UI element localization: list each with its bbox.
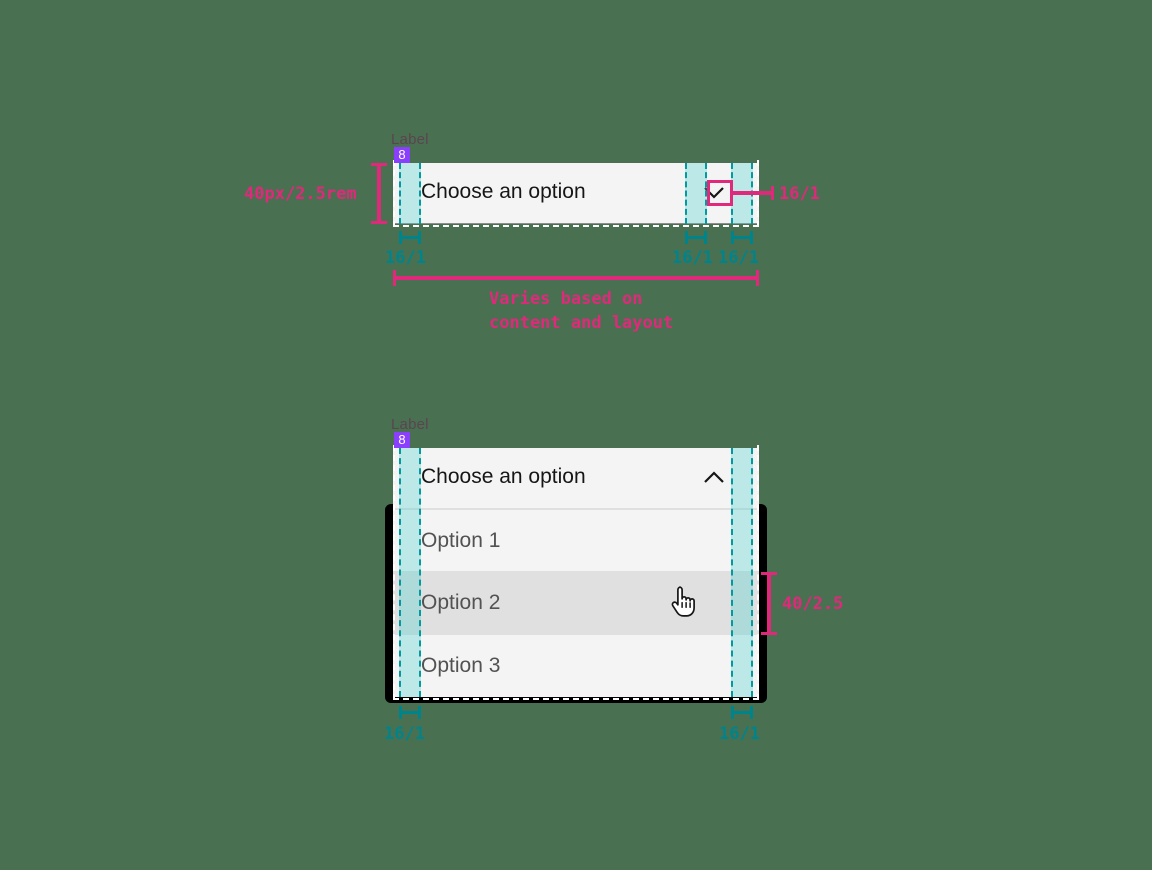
width-measure-label-line1: Varies based on [489,289,643,309]
right-padding-measure-open [731,706,753,719]
icon-callout-text: 16/1 [779,184,820,204]
list-item[interactable]: Option 2 [393,571,759,634]
spacing-badge-8: 8 [394,147,410,163]
pointer-hand-cursor [670,585,700,624]
icon-gap-measure-label: 16/1 [672,248,713,268]
list-item-label: Option 3 [421,653,501,677]
list-item[interactable]: Option 3 [393,634,759,696]
open-field-label: Label [391,416,429,433]
left-padding-measure [399,231,421,244]
spacing-badge-8-open: 8 [394,432,410,448]
width-measure [393,270,759,286]
list-item-label: Option 1 [421,528,501,552]
width-measure-label-line2: content and layout [489,313,674,333]
list-item-label: Option 2 [421,591,501,614]
left-padding-measure-open-label: 16/1 [384,724,425,744]
right-padding-measure [731,231,753,244]
select-field-closed[interactable]: Choose an option [393,163,759,224]
chevron-down-icon[interactable] [703,184,725,202]
icon-callout-leader [733,191,771,195]
icon-gap-measure [685,231,707,244]
icon-callout-leader-cap [771,186,774,200]
height-measure-closed [371,163,387,224]
dropdown-list[interactable]: Option 1 Option 2 Option 3 [393,509,759,697]
item-height-measure-label: 40/2.5 [782,594,844,614]
list-item[interactable]: Option 1 [393,509,759,571]
height-measure-label: 40px/2.5rem [244,184,357,204]
closed-field-label: Label [391,131,429,148]
select-field-open[interactable]: Choose an option [393,448,759,509]
right-padding-measure-label: 16/1 [718,248,759,268]
chevron-up-icon[interactable] [703,469,725,487]
left-padding-measure-label: 16/1 [385,248,426,268]
left-padding-measure-open [399,706,421,719]
select-value-open: Choose an option [421,465,586,488]
select-value-closed: Choose an option [421,180,586,203]
right-padding-measure-open-label: 16/1 [719,724,760,744]
item-height-measure [761,572,777,635]
